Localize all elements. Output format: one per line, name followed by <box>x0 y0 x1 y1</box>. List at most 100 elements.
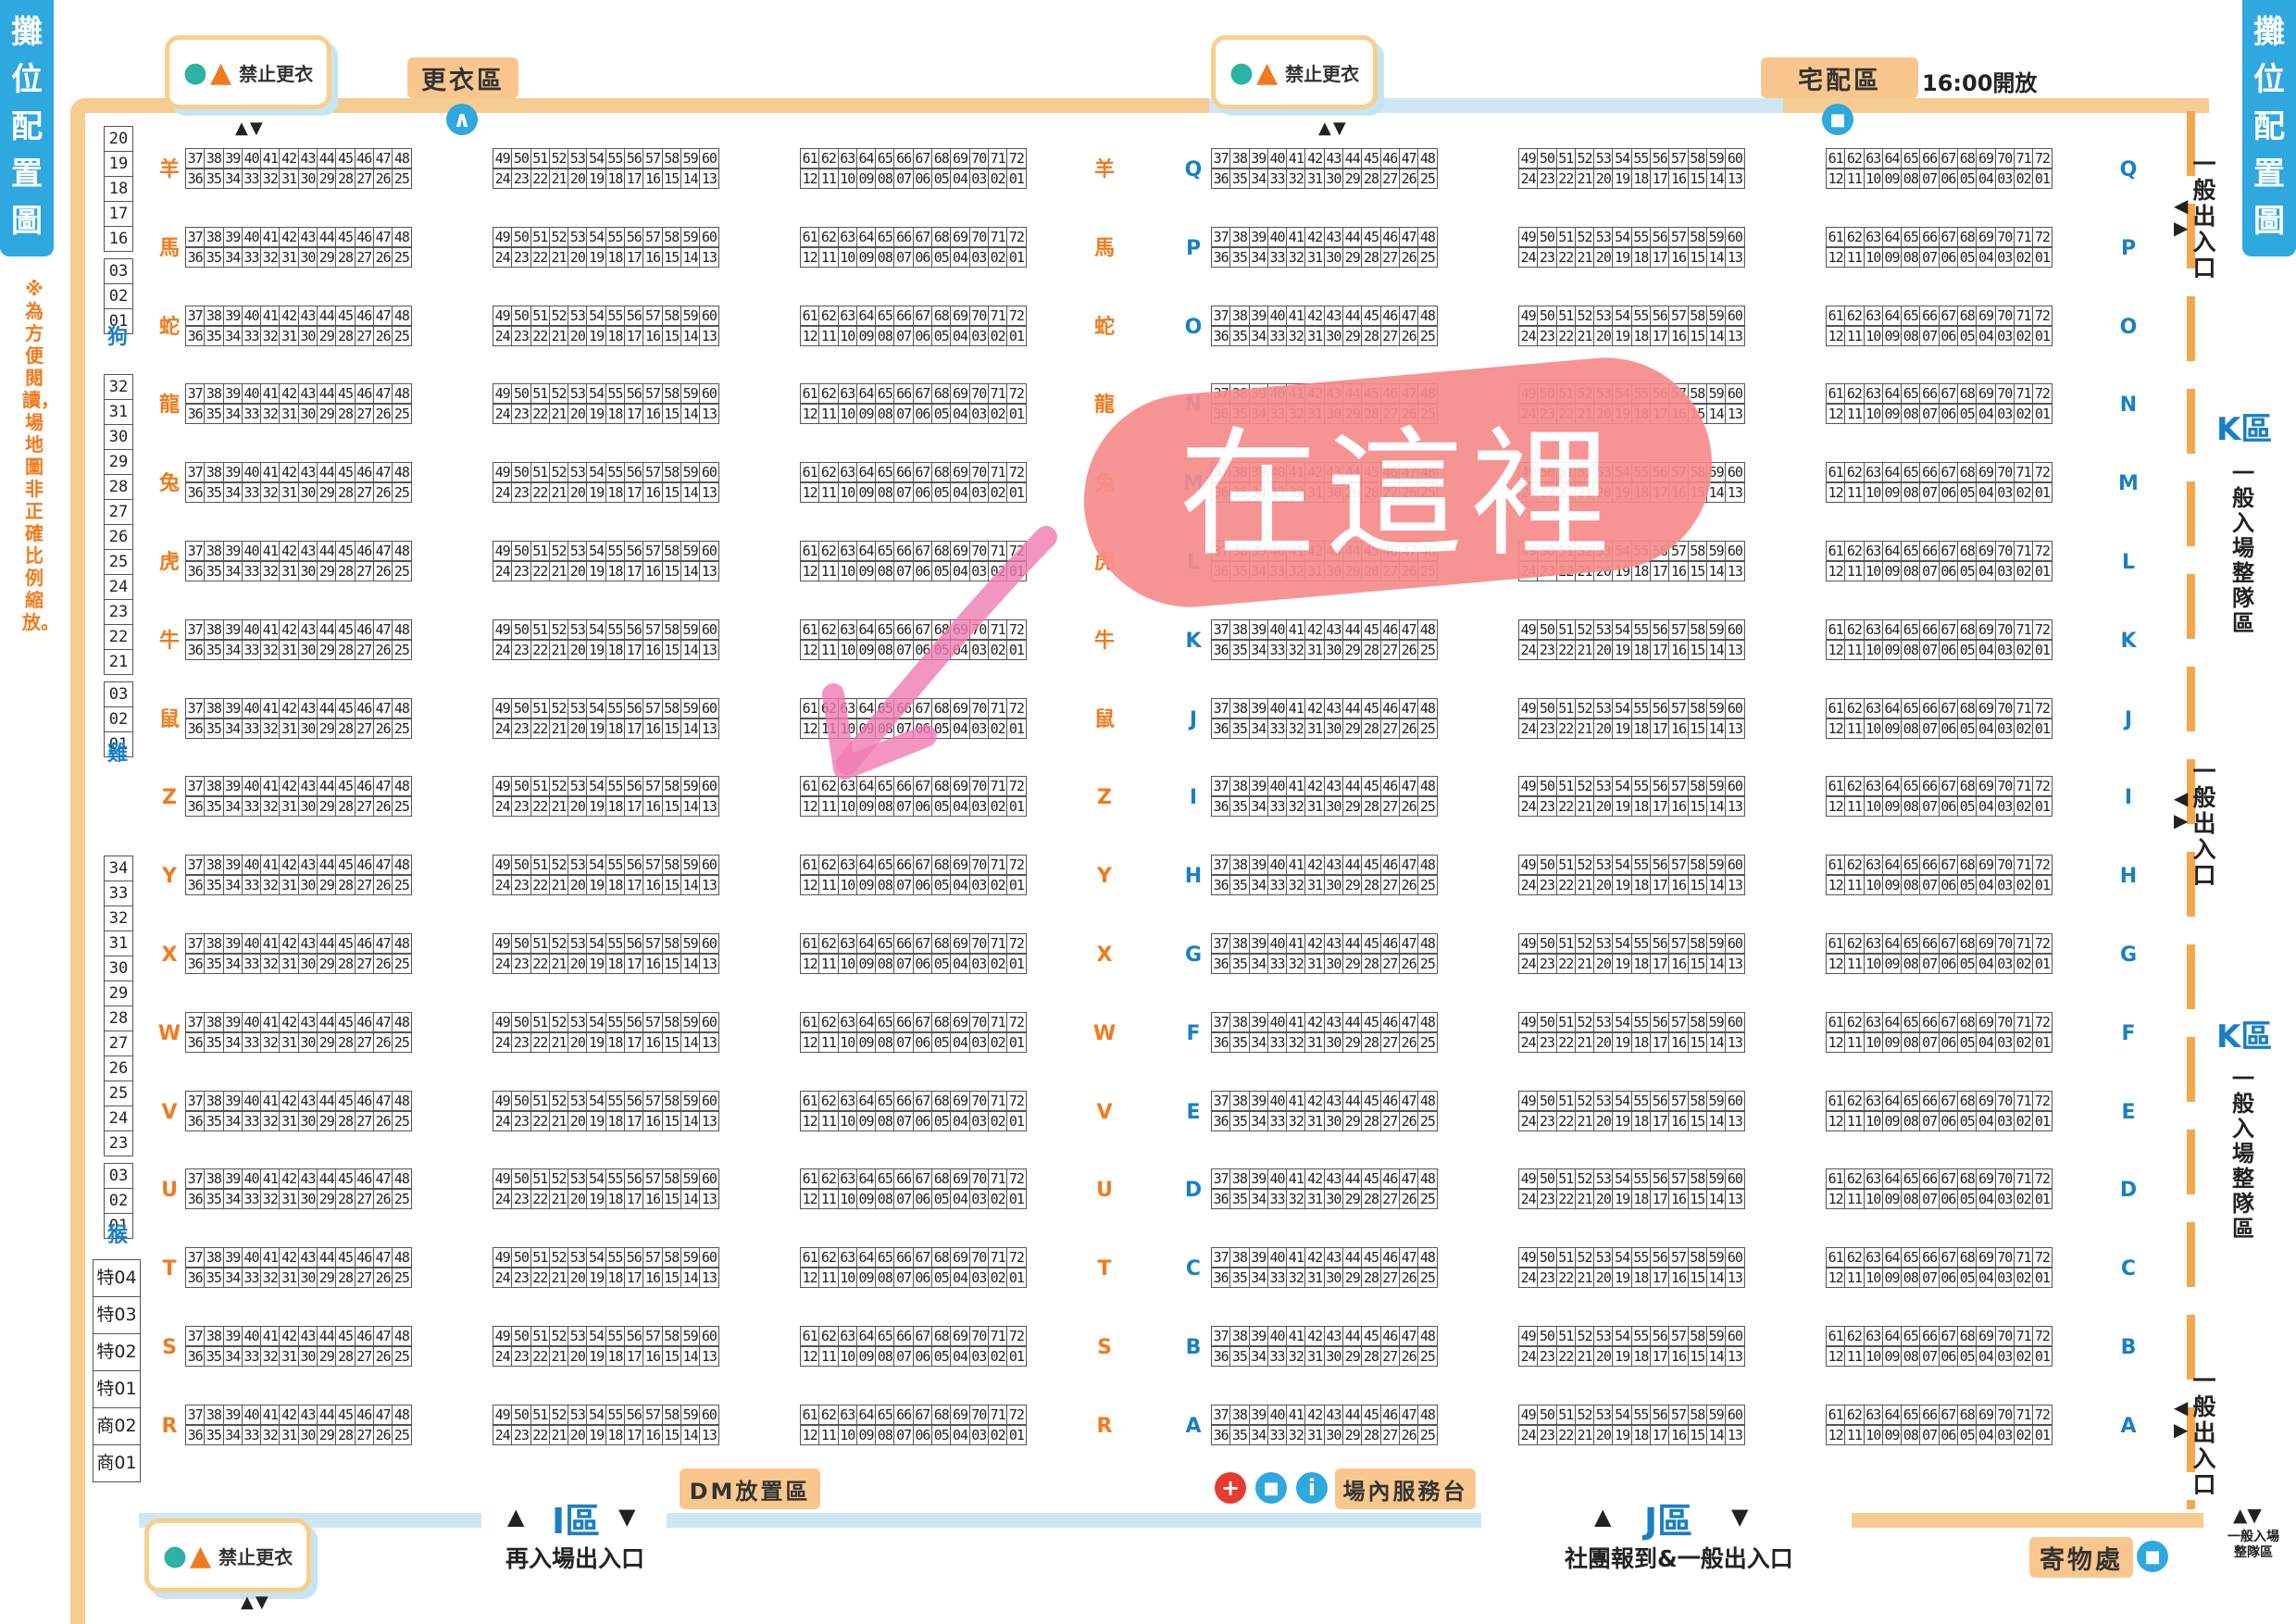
booth-cell[interactable]: 72 <box>1006 1326 1027 1346</box>
booth-cell[interactable]: 39 <box>1248 227 1268 247</box>
booth-cell[interactable]: 18 <box>605 875 626 895</box>
booth-cell[interactable]: 07 <box>893 796 914 817</box>
booth-cell[interactable]: 56 <box>624 148 644 169</box>
booth-cell[interactable]: 04 <box>1976 326 1996 346</box>
booth-cell[interactable]: 72 <box>2032 698 2053 718</box>
booth-cell[interactable]: 58 <box>661 776 681 796</box>
booth-cell[interactable]: 16 <box>643 796 663 817</box>
booth-cell[interactable]: 68 <box>931 855 952 875</box>
booth-cell[interactable]: 31 <box>279 247 299 268</box>
booth-cell[interactable]: 25 <box>1417 1189 1438 1209</box>
booth-cell[interactable]: 68 <box>1957 698 1978 718</box>
booth-cell[interactable]: 44 <box>317 306 337 326</box>
booth-cell[interactable]: 61 <box>1826 1247 1846 1268</box>
booth-cell[interactable]: 66 <box>893 1168 914 1189</box>
booth-cell[interactable]: 51 <box>530 933 550 954</box>
booth-cell[interactable]: 70 <box>1994 541 2015 561</box>
booth-cell[interactable]: 57 <box>1668 227 1689 247</box>
booth-cell[interactable]: 14 <box>1705 1032 1727 1053</box>
booth-cell[interactable]: 63 <box>837 1012 857 1032</box>
booth-cell[interactable]: 60 <box>1725 619 1745 640</box>
booth-cell[interactable]: 11 <box>818 1189 839 1209</box>
booth-cell[interactable]: 15 <box>1687 718 1707 739</box>
booth-cell[interactable]: 22 <box>530 169 550 189</box>
booth-cell[interactable]: 12 <box>1826 1346 1846 1367</box>
booth-cell[interactable]: 35 <box>1229 640 1250 660</box>
booth-cell[interactable]: 44 <box>1342 1326 1363 1346</box>
booth-cell[interactable]: 50 <box>511 776 531 796</box>
booth-cell[interactable]: 37 <box>1211 227 1231 247</box>
booth-cell[interactable]: 72 <box>1006 1405 1027 1425</box>
booth-cell[interactable]: 24 <box>1518 718 1539 739</box>
booth-cell[interactable]: 18 <box>1630 1032 1652 1053</box>
booth-cell[interactable]: 03 <box>968 169 989 189</box>
booth-cell[interactable]: 48 <box>1417 855 1438 875</box>
booth-cell[interactable]: 72 <box>2032 1326 2053 1346</box>
booth-cell[interactable]: 51 <box>530 541 550 561</box>
booth-cell[interactable]: 04 <box>1976 875 1996 895</box>
booth-cell[interactable]: 53 <box>568 462 588 482</box>
booth-cell[interactable]: 56 <box>624 855 644 875</box>
booth-cell[interactable]: 20 <box>1593 1346 1614 1367</box>
booth-cell[interactable]: 54 <box>586 541 606 561</box>
booth-cell[interactable]: 20 <box>1593 875 1614 895</box>
booth-cell[interactable]: 66 <box>893 933 914 954</box>
booth-cell[interactable]: 72 <box>2032 462 2053 482</box>
booth-cell[interactable]: 02 <box>2013 1425 2034 1445</box>
booth-cell[interactable]: 47 <box>372 1091 393 1111</box>
booth-cell[interactable]: 19 <box>1612 1189 1632 1209</box>
booth-cell[interactable]: 69 <box>1976 776 1996 796</box>
booth-cell[interactable]: 15 <box>1687 1425 1707 1445</box>
booth-cell[interactable]: 14 <box>680 326 701 346</box>
booth-cell[interactable]: 20 <box>568 640 588 660</box>
booth-cell[interactable]: 69 <box>1976 698 1996 718</box>
booth-cell[interactable]: 26 <box>372 482 393 503</box>
booth-cell[interactable]: 38 <box>1229 1012 1250 1032</box>
booth-cell[interactable]: 33 <box>241 561 262 581</box>
booth-cell[interactable]: 46 <box>354 1091 374 1111</box>
booth-cell[interactable]: 54 <box>586 855 606 875</box>
booth-cell[interactable]: 46 <box>354 855 374 875</box>
booth-cell[interactable]: 71 <box>2013 1326 2034 1346</box>
booth-cell[interactable]: 12 <box>800 1032 820 1053</box>
booth-cell[interactable]: 41 <box>1286 855 1306 875</box>
booth-cell[interactable]: 41 <box>260 776 281 796</box>
booth-cell[interactable]: 54 <box>1612 619 1632 640</box>
booth-cell[interactable]: 26 <box>372 1189 393 1209</box>
booth-cell[interactable]: 39 <box>1248 306 1268 326</box>
booth-cell[interactable]: 25 <box>1417 1111 1438 1131</box>
booth-cell[interactable]: 26 <box>1398 875 1419 895</box>
booth-cell[interactable]: 20 <box>568 247 588 268</box>
booth-cell[interactable]: 05 <box>931 875 952 895</box>
booth-cell[interactable]: 72 <box>2032 1091 2053 1111</box>
booth-cell[interactable]: 15 <box>661 875 681 895</box>
booth-cell[interactable]: 28 <box>335 1346 356 1367</box>
booth-cell[interactable]: 43 <box>297 1247 318 1268</box>
booth-cell[interactable]: 50 <box>511 306 531 326</box>
booth-cell[interactable]: 21 <box>1574 796 1595 817</box>
booth-cell[interactable]: 18 <box>1630 718 1652 739</box>
booth-cell[interactable]: 09 <box>1881 718 1903 739</box>
booth-cell[interactable]: 02 <box>987 482 1008 503</box>
booth-cell[interactable]: 11 <box>1844 640 1865 660</box>
booth-cell[interactable]: 32 <box>1286 169 1306 189</box>
booth-cell[interactable]: 41 <box>260 1326 281 1346</box>
booth-cell[interactable]: 65 <box>1901 462 1921 482</box>
booth-cell[interactable]: 21 <box>548 1346 569 1367</box>
booth-cell[interactable]: 70 <box>1994 619 2015 640</box>
booth-cell[interactable]: 27 <box>1379 326 1400 346</box>
booth-cell[interactable]: 60 <box>699 227 719 247</box>
booth-cell[interactable]: 07 <box>893 1189 914 1209</box>
booth-cell[interactable]: 35 <box>204 561 224 581</box>
booth-cell[interactable]: 49 <box>493 1012 513 1032</box>
booth-cell[interactable]: 62 <box>1844 306 1865 326</box>
booth-cell[interactable]: 14 <box>680 169 701 189</box>
booth-cell[interactable]: 19 <box>1612 247 1632 268</box>
booth-cell[interactable]: 26 <box>1398 640 1419 660</box>
booth-cell[interactable]: 29 <box>317 1189 337 1209</box>
booth-cell[interactable]: 66 <box>893 1012 914 1032</box>
booth-cell[interactable]: 31 <box>279 404 299 424</box>
booth-cell[interactable]: 36 <box>1211 169 1231 189</box>
booth-cell[interactable]: 68 <box>931 1326 952 1346</box>
booth-cell[interactable]: 68 <box>1957 1247 1978 1268</box>
